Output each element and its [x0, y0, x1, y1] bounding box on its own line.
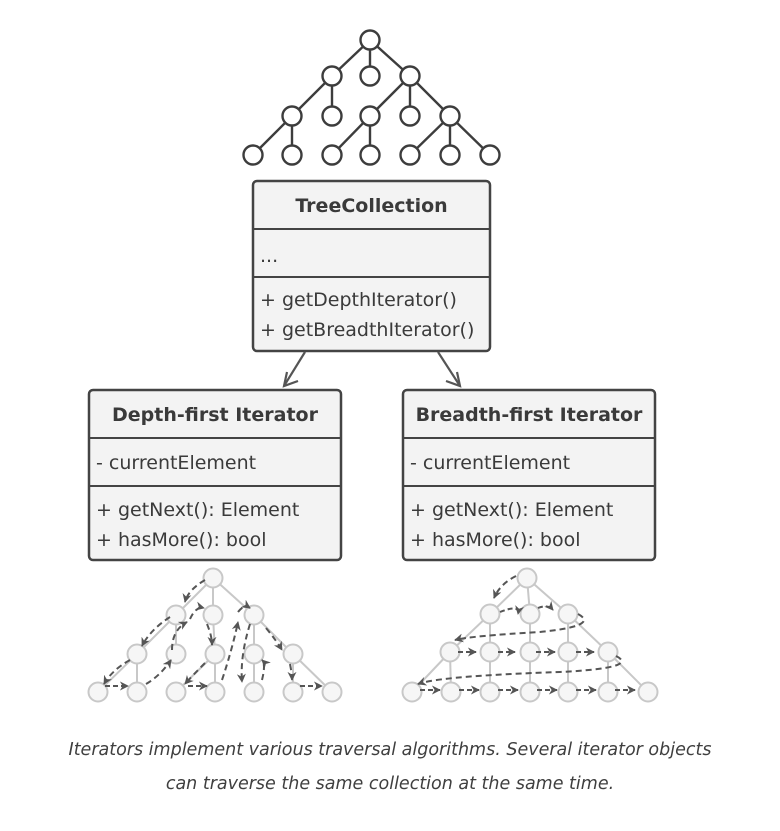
tree-node: [399, 144, 421, 166]
tree-node: [282, 643, 304, 665]
tree-node: [359, 65, 381, 87]
depth-first-traversal-illustration: [87, 567, 343, 703]
class-name: TreeCollection: [295, 195, 447, 217]
breadth-first-traversal-illustration: [401, 567, 659, 703]
class-method: + getDepthIterator(): [260, 289, 457, 311]
tree-node: [243, 604, 265, 626]
tree-node: [165, 681, 187, 703]
class-name: Breadth-first Iterator: [416, 404, 643, 426]
tree-node: [243, 643, 265, 665]
tree-node: [519, 681, 541, 703]
tree-node: [401, 681, 423, 703]
class-name: Depth-first Iterator: [112, 404, 319, 426]
class-field: - currentElement: [410, 452, 570, 474]
tree-node: [519, 603, 541, 625]
tree-node: [399, 105, 421, 127]
tree-node: [87, 681, 109, 703]
tree-node: [282, 681, 304, 703]
tree-node: [516, 567, 538, 589]
tree-collection-illustration: [242, 29, 501, 166]
tree-node: [126, 681, 148, 703]
class-method: + getBreadthIterator(): [260, 319, 474, 341]
tree-node: [399, 65, 421, 87]
depth-first-iterator-class: Depth-first Iterator - currentElement + …: [87, 388, 343, 562]
tree-node: [321, 105, 343, 127]
tree-node: [321, 65, 343, 87]
tree-node: [440, 681, 462, 703]
tree-node: [597, 681, 619, 703]
breadth-first-iterator-class: Breadth-first Iterator - currentElement …: [401, 388, 657, 562]
class-method: + hasMore(): bool: [96, 529, 267, 551]
caption-line: can traverse the same collection at the …: [165, 774, 615, 794]
tree-collection-class: TreeCollection ... + getDepthIterator() …: [251, 179, 492, 353]
caption-line: Iterators implement various traversal al…: [68, 740, 712, 760]
tree-node: [202, 604, 224, 626]
tree-node: [597, 641, 619, 663]
tree-node: [126, 643, 148, 665]
tree-node: [281, 105, 303, 127]
tree-node: [204, 681, 226, 703]
association-arrows: [282, 351, 462, 388]
tree-node: [479, 681, 501, 703]
tree-node: [557, 681, 579, 703]
tree-node: [242, 144, 264, 166]
class-method: + getNext(): Element: [96, 499, 299, 521]
breadth-first-traversal-arrows: [417, 575, 636, 695]
tree-node: [439, 105, 461, 127]
tree-node: [202, 567, 224, 589]
tree-node: [321, 681, 343, 703]
tree-node: [243, 681, 265, 703]
depth-first-traversal-arrows: [103, 579, 323, 691]
tree-node: [439, 144, 461, 166]
tree-node: [321, 144, 343, 166]
tree-node: [359, 29, 381, 51]
tree-node: [557, 641, 579, 663]
tree-node: [439, 641, 461, 663]
tree-node: [479, 641, 501, 663]
tree-node: [479, 144, 501, 166]
tree-node: [359, 144, 381, 166]
tree-node: [281, 144, 303, 166]
tree-node: [637, 681, 659, 703]
tree-node: [359, 105, 381, 127]
class-field: ...: [260, 245, 278, 267]
tree-node: [557, 603, 579, 625]
tree-node: [479, 603, 501, 625]
class-field: - currentElement: [96, 452, 256, 474]
class-method: + hasMore(): bool: [410, 529, 581, 551]
tree-node: [204, 643, 226, 665]
class-method: + getNext(): Element: [410, 499, 613, 521]
tree-node: [165, 604, 187, 626]
figure-caption: Iterators implement various traversal al…: [0, 733, 780, 801]
